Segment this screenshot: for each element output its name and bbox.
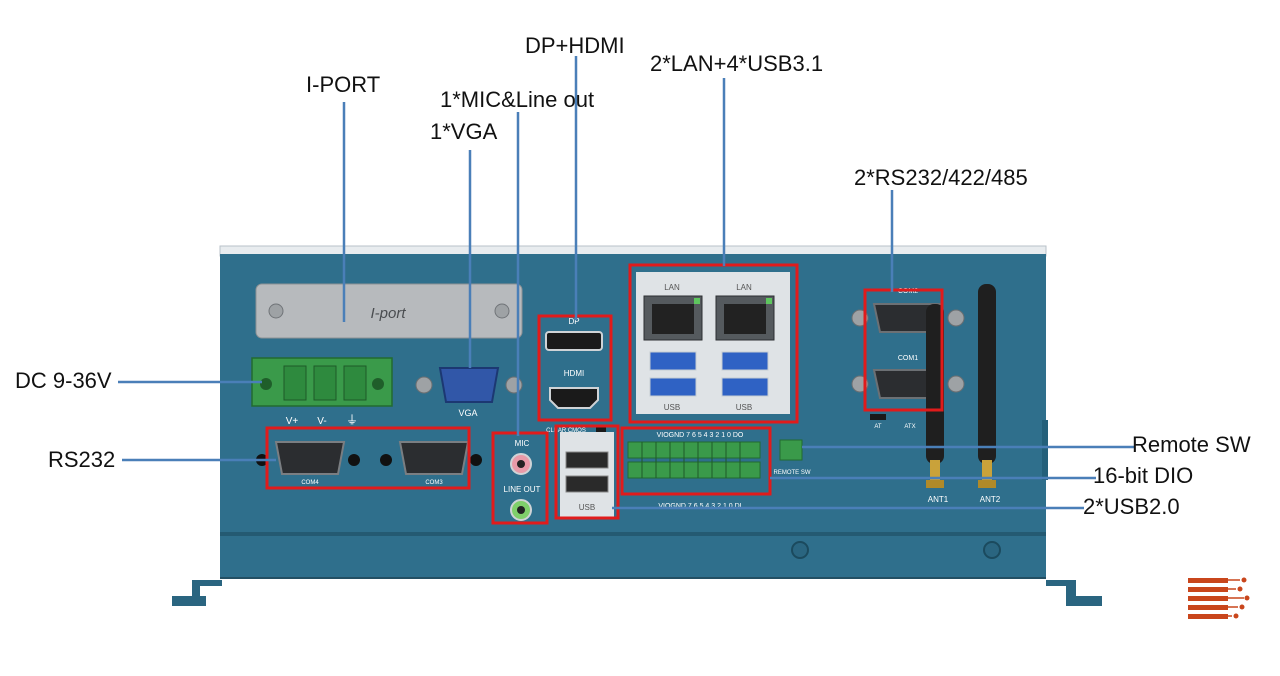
dp-hdmi-ports: DP HDMI CLEAR CMOS (545, 317, 606, 434)
atx-label: ATX (904, 424, 915, 430)
com-left-label: COM4 (301, 480, 319, 486)
callout-rs232: RS232 (48, 447, 116, 472)
dc-pin-ground: ⏚ (346, 413, 358, 427)
hdmi-label: HDMI (564, 369, 584, 378)
lan-usb-block: LAN LAN USB USB (636, 272, 790, 414)
highlight-dio (620, 426, 772, 496)
callout-dp-hdmi: DP+HDMI (525, 33, 625, 58)
dio-bottom-label: VIOGND 7 6 5 4 3 2 1 0 DI (658, 503, 741, 510)
callout-remote-sw: Remote SW (1132, 432, 1251, 457)
dp-label: DP (568, 317, 579, 326)
highlight-rs232 (265, 426, 471, 490)
callout-iport: I-PORT (306, 72, 381, 97)
lan-right-label: LAN (736, 283, 752, 292)
callout-mic-line: 1*MIC&Line out (440, 87, 595, 112)
usb2-ports: USB (560, 432, 614, 518)
com-right-label: COM3 (425, 480, 443, 486)
highlight-lan-usb (628, 263, 799, 424)
iport-plate: I-port (255, 283, 523, 339)
callout-dio: 16-bit DIO (1093, 463, 1194, 488)
usb-left-label: USB (664, 403, 680, 412)
dio-terminals: VIOGND 7 6 5 4 3 2 1 0 DO VIOGND 7 6 5 4… (627, 432, 761, 510)
vga-label: VGA (458, 408, 477, 418)
callout-rs232-485: 2*RS232/422/485 (854, 165, 1028, 190)
audio-jacks: MIC LINE OUT (504, 439, 541, 521)
dio-top-label: VIOGND 7 6 5 4 3 2 1 0 DO (657, 432, 744, 439)
highlight-boxes (265, 263, 944, 525)
callout-vga: 1*VGA (430, 119, 498, 144)
com-bottom-label: COM1 (898, 355, 918, 362)
remote-label: REMOTE SW (774, 470, 811, 476)
com-ports-left: COM4 COM3 (256, 441, 482, 486)
highlight-audio (491, 431, 549, 525)
remote-switch: REMOTE SW (774, 439, 811, 476)
antennas: ANT1 ANT2 (926, 284, 1001, 504)
vga-port: VGA (415, 367, 523, 418)
usb2-label: USB (579, 503, 595, 512)
dc-pin-vplus: V+ (286, 416, 299, 427)
ant1-label: ANT1 (928, 495, 949, 504)
highlight-usb2 (554, 424, 620, 520)
usb-right-label: USB (736, 403, 752, 412)
highlight-com-right (863, 288, 944, 412)
callout-lan-usb: 2*LAN+4*USB3.1 (650, 51, 824, 76)
dc-pin-vminus: V- (317, 416, 326, 427)
clear-cmos-label: CLEAR CMOS (546, 428, 586, 434)
callout-usb2: 2*USB2.0 (1083, 494, 1180, 519)
callout-dc: DC 9-36V (15, 368, 112, 393)
line-out-label: LINE OUT (504, 485, 541, 494)
iport-plate-label: I-port (370, 305, 406, 322)
callout-lines (118, 56, 1134, 510)
lan-left-label: LAN (664, 283, 680, 292)
mic-jack-label: MIC (515, 439, 530, 448)
dc-terminal: V+ V- ⏚ (251, 357, 393, 427)
logo-icon (1188, 577, 1250, 619)
at-label: AT (874, 424, 882, 430)
ant2-label: ANT2 (980, 495, 1001, 504)
